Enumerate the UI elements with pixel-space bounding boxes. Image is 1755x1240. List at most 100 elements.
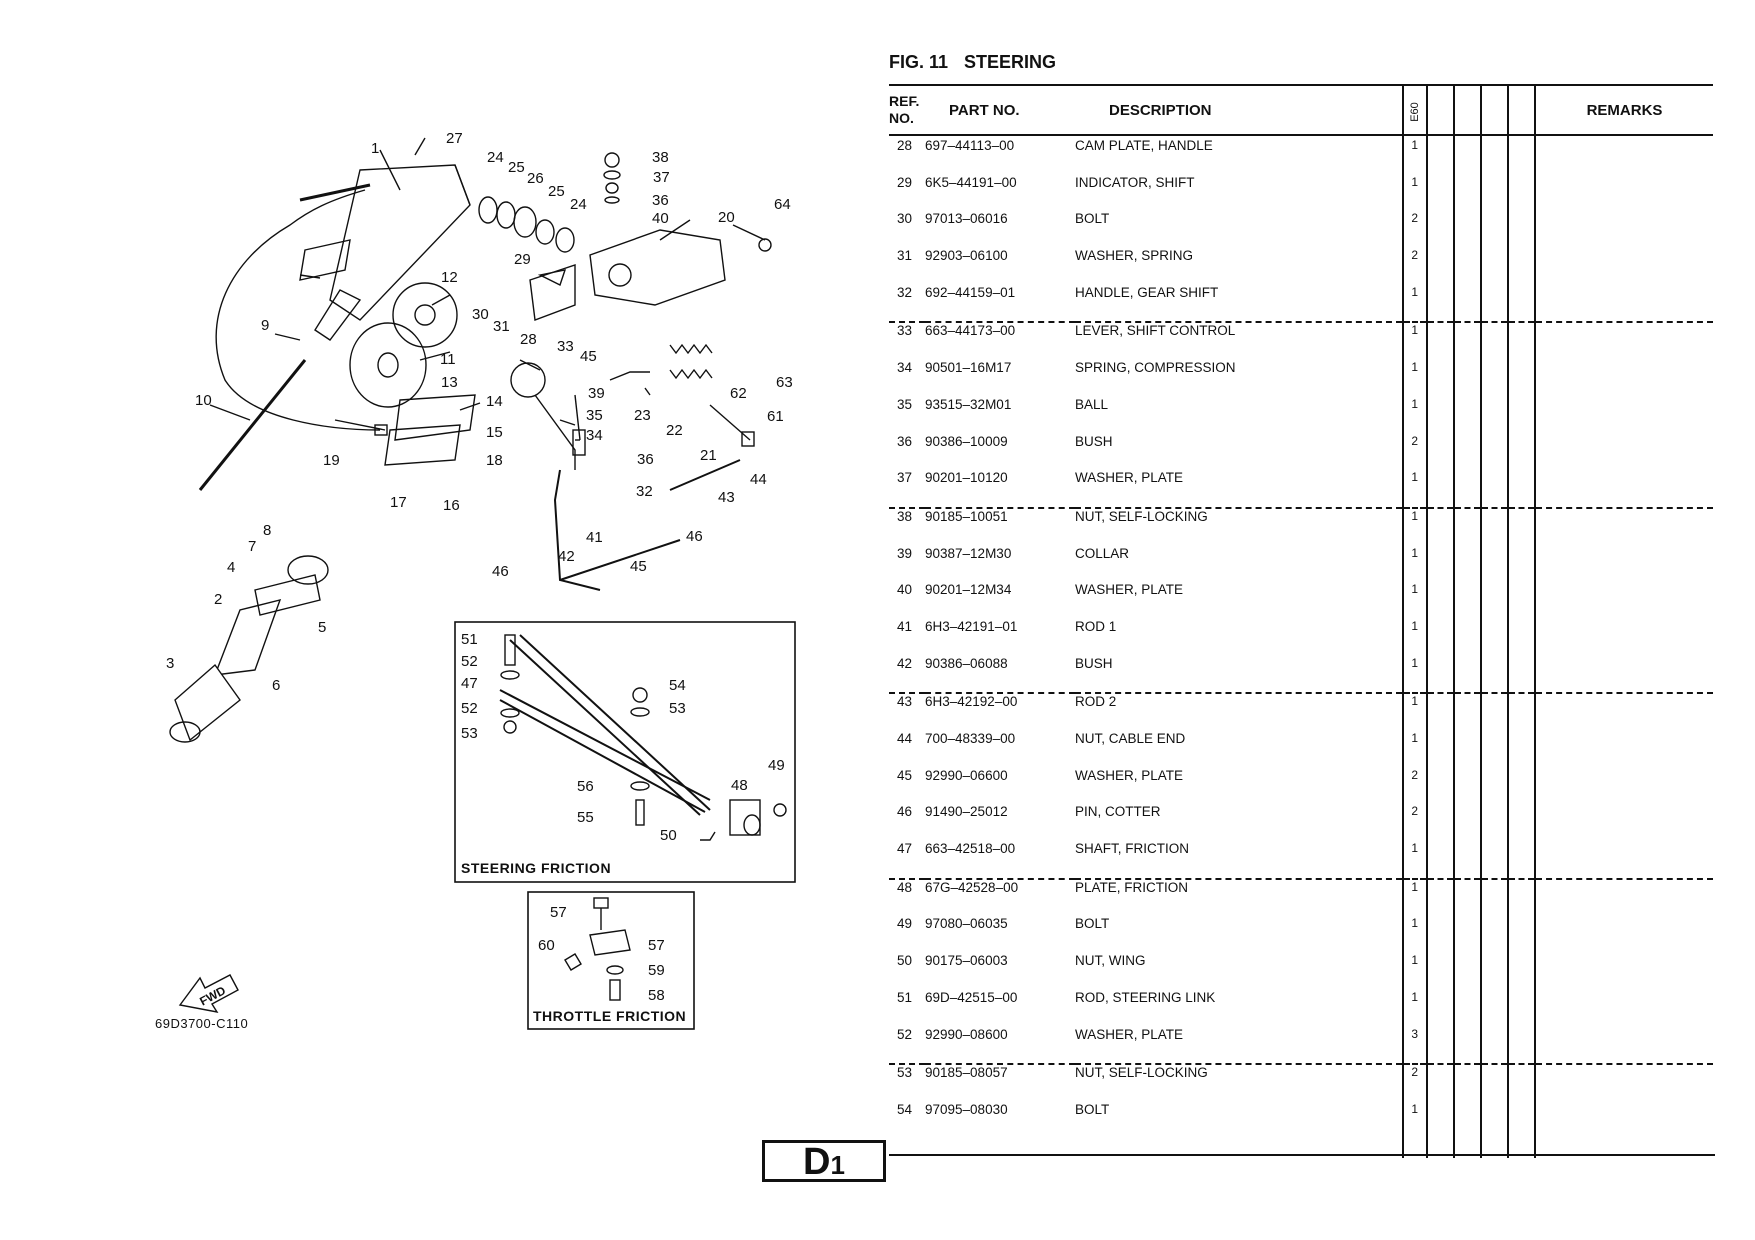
blank-cell — [1426, 396, 1454, 434]
blank-cell — [1507, 1063, 1535, 1102]
part-no-cell: 90501–16M17 — [925, 360, 1012, 376]
callout: 40 — [652, 210, 669, 227]
header-model-e60: E60 — [1402, 84, 1427, 136]
ref-cell: 45 — [897, 767, 913, 783]
callout: 11 — [440, 351, 456, 368]
blank-cell — [1453, 804, 1481, 842]
quantity-cell: 1 — [1402, 692, 1427, 731]
quantity-cell: 1 — [1402, 916, 1427, 954]
remarks-cell — [1534, 506, 1713, 546]
callout: 38 — [652, 149, 669, 166]
blank-cell — [1507, 433, 1535, 471]
callout: 34 — [586, 427, 603, 444]
remarks-cell — [1534, 582, 1713, 619]
callout: 52 — [461, 700, 478, 717]
blank-cell — [1453, 953, 1481, 990]
blank-cell — [1453, 1101, 1481, 1158]
remarks-cell — [1534, 545, 1713, 583]
blank-cell — [1480, 1101, 1508, 1158]
ref-cell: 54 — [897, 1101, 913, 1117]
blank-cell — [1426, 841, 1454, 879]
throttle-friction-label: THROTTLE FRICTION — [533, 1008, 686, 1024]
callout: 21 — [700, 447, 717, 464]
callout: 32 — [636, 483, 653, 500]
blank-cell — [1426, 989, 1454, 1027]
description-cell: BOLT — [1075, 211, 1110, 227]
blank-cell — [1507, 804, 1535, 842]
remarks-cell — [1534, 433, 1713, 471]
remarks-cell — [1534, 953, 1713, 990]
remarks-cell — [1534, 804, 1713, 842]
quantity-cell: 1 — [1402, 284, 1427, 323]
header-blank-col — [1426, 84, 1454, 136]
description-cell: HANDLE, GEAR SHIFT — [1075, 284, 1219, 300]
blank-cell — [1426, 506, 1454, 546]
quantity-cell: 1 — [1402, 877, 1427, 917]
callout: 1 — [371, 140, 379, 157]
callout: 56 — [577, 778, 594, 795]
quantity-cell: 1 — [1402, 841, 1427, 879]
callout: 57 — [550, 904, 567, 921]
ref-cell: 35 — [897, 396, 913, 412]
blank-cell — [1480, 767, 1508, 805]
blank-cell — [1453, 248, 1481, 285]
blank-cell — [1480, 1026, 1508, 1065]
blank-cell — [1507, 506, 1535, 546]
part-no-cell: 91490–25012 — [925, 804, 1008, 820]
callout: 37 — [653, 169, 670, 186]
quantity-cell: 1 — [1402, 1101, 1427, 1158]
figure-name: STEERING — [964, 52, 1057, 72]
ref-cell: 37 — [897, 470, 913, 486]
quantity-cell: 1 — [1402, 655, 1427, 694]
callout: 14 — [486, 393, 503, 410]
callout: 13 — [441, 374, 458, 391]
description-cell: BUSH — [1075, 655, 1113, 671]
callout: 28 — [520, 331, 537, 348]
blank-cell — [1453, 321, 1481, 361]
part-no-cell: 90185–10051 — [925, 506, 1075, 546]
callout: 39 — [588, 385, 605, 402]
description-cell: ROD 1 — [1075, 618, 1117, 634]
blank-cell — [1507, 1026, 1535, 1065]
remarks-cell — [1534, 731, 1713, 768]
part-no-cell: 663–42518–00 — [925, 841, 1016, 857]
callout: 61 — [767, 408, 784, 425]
blank-cell — [1426, 804, 1454, 842]
callout: 3 — [166, 655, 174, 672]
blank-cell — [1507, 731, 1535, 768]
callout: 45 — [630, 558, 647, 575]
throttle-friction-box — [527, 891, 695, 1030]
callout: 10 — [195, 392, 212, 409]
blank-cell — [1507, 767, 1535, 805]
blank-cell — [1426, 248, 1454, 285]
quantity-cell: 1 — [1402, 321, 1427, 361]
part-no-cell: 97095–08030 — [925, 1101, 1008, 1117]
remarks-cell — [1534, 396, 1713, 434]
description-cell: BALL — [1075, 396, 1109, 412]
description-cell: WASHER, PLATE — [1075, 470, 1184, 486]
blank-cell — [1507, 135, 1535, 175]
callout: 30 — [472, 306, 489, 323]
blank-cell — [1426, 655, 1454, 694]
description-cell: WASHER, PLATE — [1075, 1026, 1184, 1042]
callout: 62 — [730, 385, 747, 402]
description-cell: NUT, CABLE END — [1075, 731, 1186, 746]
callout: 42 — [558, 548, 575, 565]
description-cell: COLLAR — [1075, 545, 1130, 561]
blank-cell — [1507, 321, 1535, 361]
part-no-cell: 97080–06035 — [925, 916, 1008, 932]
blank-cell — [1507, 618, 1535, 656]
callout: 51 — [461, 631, 478, 648]
blank-cell — [1507, 989, 1535, 1027]
blank-cell — [1453, 1026, 1481, 1065]
callout: 58 — [648, 987, 665, 1004]
blank-cell — [1426, 916, 1454, 954]
steering-friction-label: STEERING FRICTION — [461, 860, 611, 876]
blank-cell — [1507, 470, 1535, 508]
